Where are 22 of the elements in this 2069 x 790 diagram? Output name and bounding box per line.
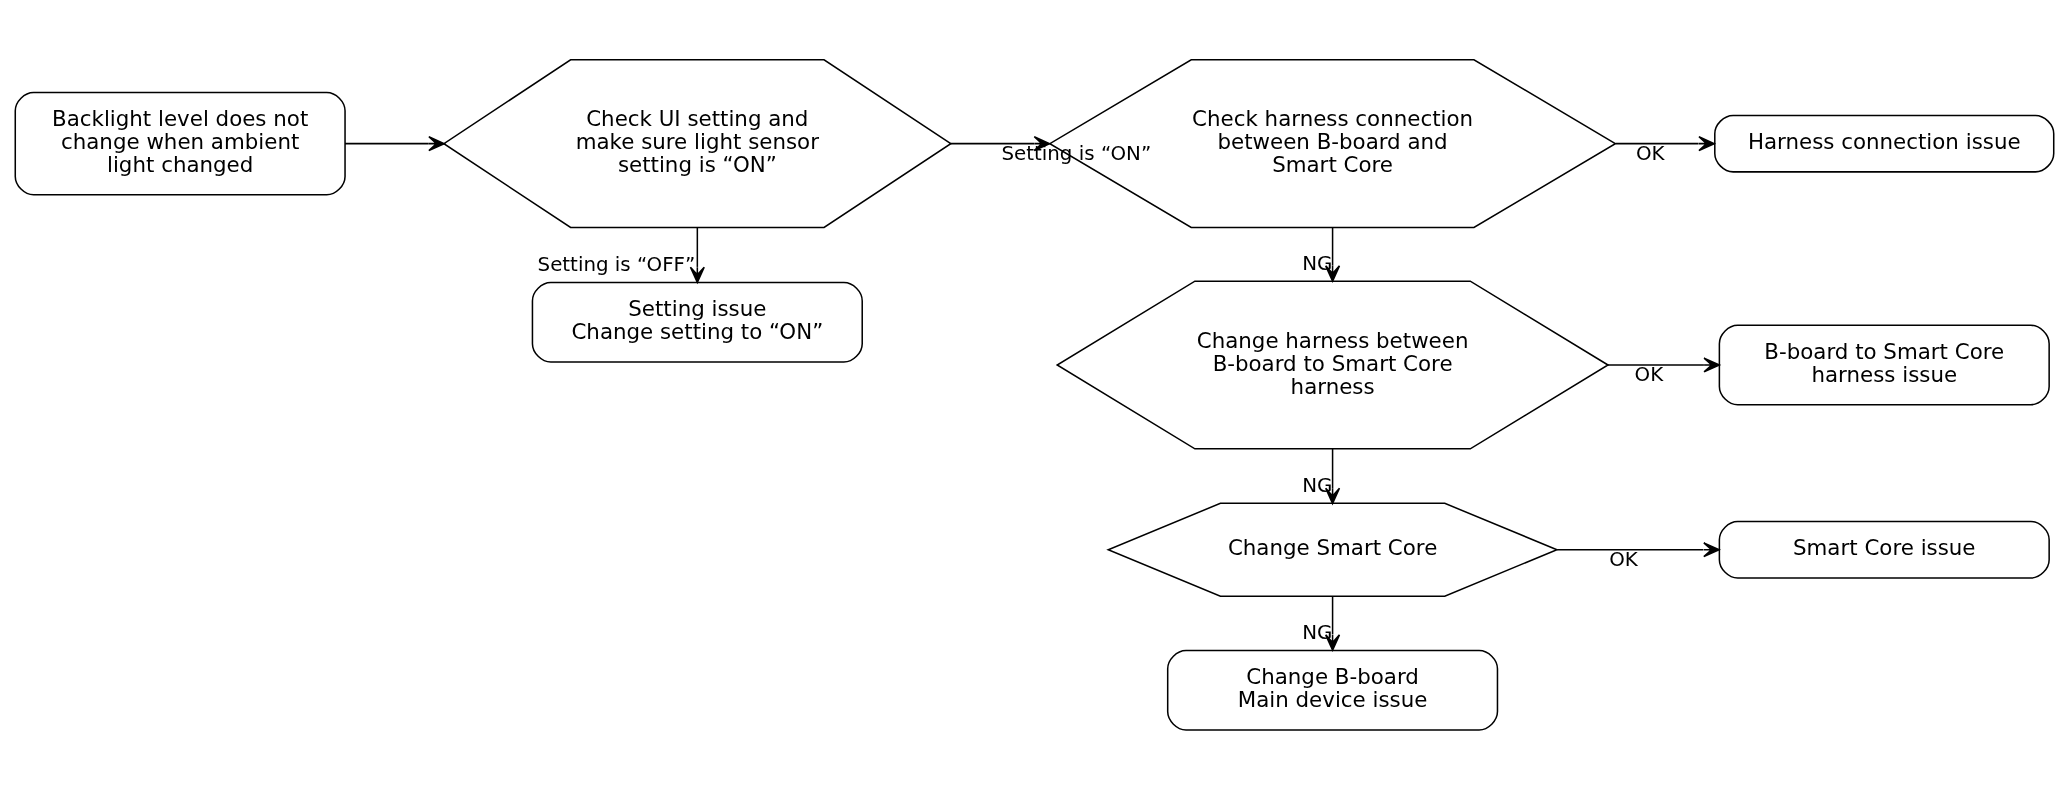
arrow [1614,136,1715,152]
node-box: B-board to Smart Core harness issue [1718,324,2050,406]
node-box: Change B-board Main device issue [1166,649,1499,731]
edge-label: OK [1635,141,1665,165]
edge-label: Setting is “ON” [1001,141,1152,165]
arrow [689,226,705,284]
edge-label: Setting is “OFF” [537,253,696,277]
edge-label: NG [1302,474,1333,498]
edge-label: OK [1634,362,1664,386]
edge-label: NG [1302,252,1333,276]
arrow [1324,448,1341,505]
node-box: Smart Core issue [1718,520,2050,579]
arrow [1607,357,1721,373]
arrow [1324,595,1341,651]
arrow [1324,226,1341,282]
node-box: Backlight level does not change when ambient light changed [14,91,346,196]
edge-label: NG [1302,620,1333,644]
arrow [344,136,445,152]
edge-label: OK [1609,547,1638,571]
node-box: Setting issue Change setting to “ON” [531,281,863,363]
arrow [1556,542,1720,558]
node-box: Harness connection issue [1714,114,2055,173]
